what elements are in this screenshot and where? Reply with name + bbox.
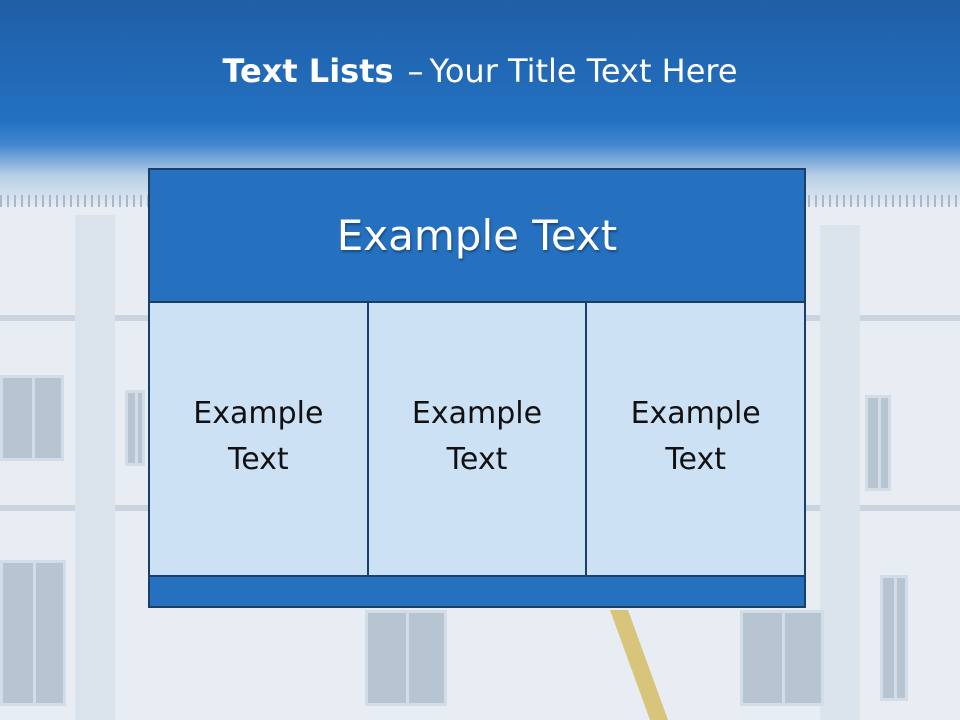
sky-gradient bbox=[0, 0, 960, 200]
window bbox=[365, 610, 447, 706]
title-bold: Text Lists bbox=[222, 52, 394, 90]
text-list-table: Example Text Example Text Example Text E… bbox=[148, 168, 806, 608]
roof-railing bbox=[780, 195, 960, 207]
footer-bar bbox=[150, 577, 804, 606]
list-cell-3: Example Text bbox=[585, 303, 805, 575]
window bbox=[0, 375, 64, 461]
pillar bbox=[75, 215, 115, 720]
list-cell-1: Example Text bbox=[150, 303, 367, 575]
header-cell: Example Text bbox=[150, 170, 804, 303]
title-rest: Your Title Text Here bbox=[429, 52, 738, 90]
window bbox=[865, 395, 891, 491]
pillar bbox=[820, 225, 860, 720]
cell-text: Example Text bbox=[193, 396, 324, 477]
cell-row: Example Text Example Text Example Text bbox=[150, 303, 805, 577]
title-separator: – bbox=[407, 52, 424, 90]
slide-title: Text Lists–Your Title Text Here bbox=[0, 52, 960, 90]
cell-text: Example Text bbox=[630, 396, 761, 477]
window bbox=[740, 610, 824, 706]
window bbox=[0, 560, 66, 706]
crane-arm bbox=[610, 610, 670, 720]
cell-text: Example Text bbox=[411, 396, 543, 477]
window bbox=[125, 390, 145, 466]
list-cell-2: Example Text bbox=[366, 303, 586, 575]
window bbox=[880, 575, 908, 701]
